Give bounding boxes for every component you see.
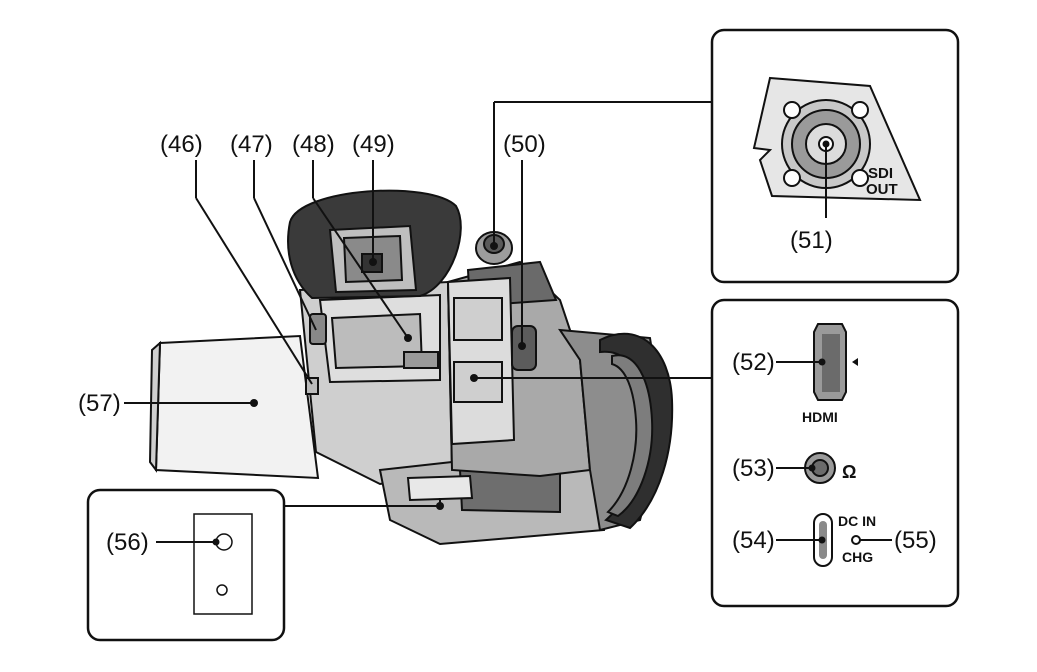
lcd-monitor — [148, 334, 320, 480]
pin-hole-icon — [216, 584, 228, 596]
label-53: (53) — [732, 455, 775, 482]
switch-47 — [309, 313, 327, 345]
callout-dot — [470, 374, 478, 382]
connector-inset: HDMI (52) Ω (53) (54) DC IN CHG (55) — [710, 298, 960, 608]
camera-body — [298, 231, 674, 546]
label-54: (54) — [732, 527, 775, 554]
label-51: (51) — [790, 227, 833, 254]
label-47: (47) — [230, 131, 273, 158]
label-56: (56) — [106, 529, 149, 556]
label-46: (46) — [160, 131, 203, 158]
viewfinder — [287, 189, 462, 300]
callout-dot — [436, 502, 444, 510]
callout-lines — [124, 101, 712, 507]
label-55: (55) — [894, 527, 937, 554]
label-50: (50) — [503, 131, 546, 158]
chg-label: CHG — [842, 549, 873, 565]
label-52: (52) — [732, 349, 775, 376]
callout-dot — [404, 334, 412, 342]
callout-dot — [490, 242, 498, 250]
headphone-symbol: Ω — [842, 462, 856, 482]
jack-46 — [305, 377, 319, 395]
dc-in-label: DC IN — [838, 513, 876, 529]
sdi-inset: SDI OUT (51) — [710, 28, 960, 284]
tripod-inset: (56) — [86, 488, 286, 642]
label-57: (57) — [78, 390, 121, 417]
sdi-label-line1: SDI — [868, 165, 893, 182]
label-48: (48) — [292, 131, 335, 158]
chg-lamp-icon — [851, 535, 861, 545]
callout-dot — [369, 258, 377, 266]
callout-dot — [250, 399, 258, 407]
sdi-label-line2: OUT — [866, 181, 898, 198]
hdmi-logo: HDMI — [802, 409, 838, 425]
callout-dot — [518, 342, 526, 350]
label-49: (49) — [352, 131, 395, 158]
